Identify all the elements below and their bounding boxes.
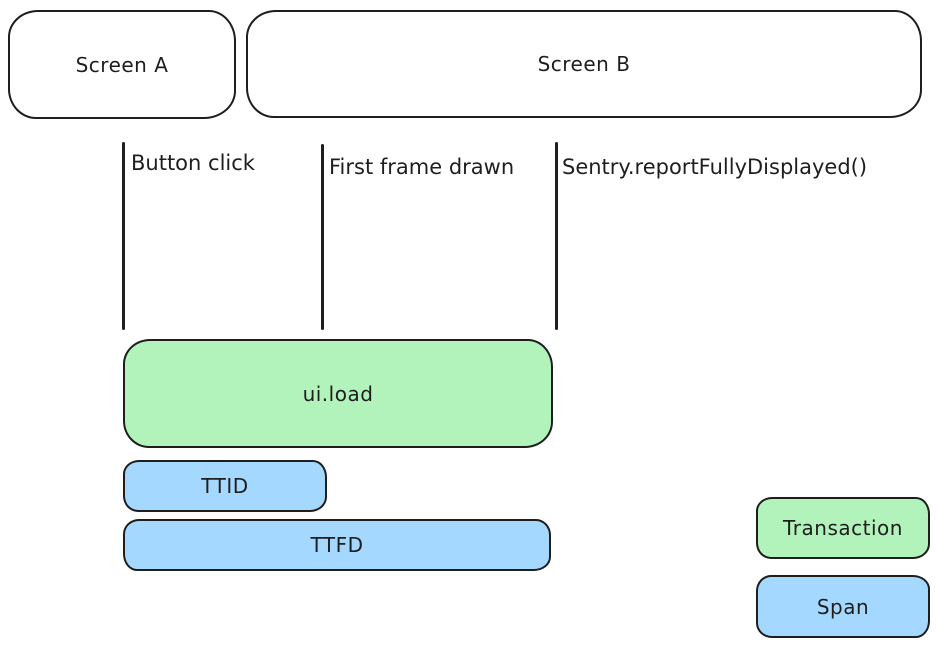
ttfd-label: TTFD <box>310 533 364 557</box>
ttfd-span-bar: TTFD <box>123 519 551 571</box>
screen-b-label: Screen B <box>537 52 631 76</box>
ttid-label: TTID <box>201 474 249 498</box>
ui-load-transaction-bar: ui.load <box>123 339 553 448</box>
first-frame-drawn-label: First frame drawn <box>329 155 515 179</box>
legend-span-box: Span <box>756 575 930 638</box>
button-click-event-line <box>122 142 125 330</box>
legend-transaction-label: Transaction <box>783 516 903 540</box>
button-click-label: Button click <box>131 151 255 175</box>
legend-transaction-box: Transaction <box>756 497 930 559</box>
legend-span-label: Span <box>816 594 870 619</box>
screen-b-box: Screen B <box>246 10 922 118</box>
first-frame-drawn-event-line <box>321 144 324 330</box>
screen-a-box: Screen A <box>8 10 236 119</box>
ttid-span-bar: TTID <box>123 460 327 512</box>
ui-load-label: ui.load <box>302 381 374 406</box>
screen-a-label: Screen A <box>75 52 169 77</box>
report-fully-displayed-label: Sentry.reportFullyDisplayed() <box>562 155 868 179</box>
report-fully-displayed-event-line <box>555 142 558 330</box>
